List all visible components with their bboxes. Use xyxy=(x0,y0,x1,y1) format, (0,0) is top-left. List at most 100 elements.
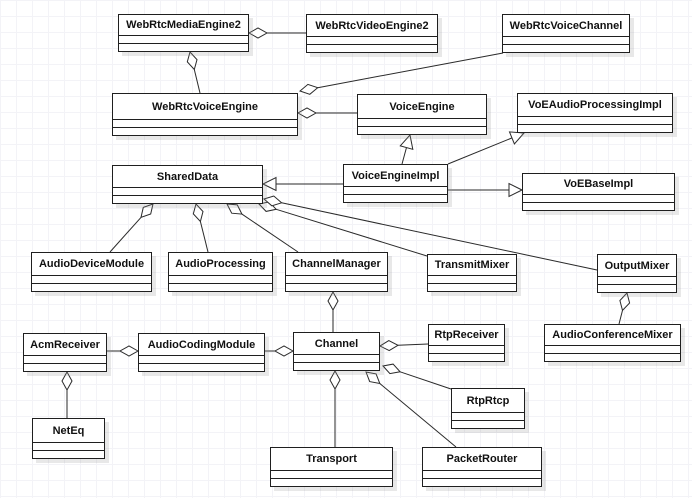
class-box-TransmitMixer[interactable]: TransmitMixer xyxy=(427,254,517,292)
edge-line xyxy=(618,310,623,325)
class-box-WebRtcMediaEngine2[interactable]: WebRtcMediaEngine2 xyxy=(118,14,249,52)
class-methods-compartment xyxy=(294,362,379,370)
class-methods-compartment xyxy=(33,450,104,458)
class-attributes-compartment xyxy=(545,345,680,353)
class-methods-compartment xyxy=(452,420,524,428)
aggregation-diamond xyxy=(329,369,341,391)
aggregation-diamond xyxy=(382,363,402,375)
class-box-VoiceEngineImpl[interactable]: VoiceEngineImpl xyxy=(343,164,448,203)
class-attributes-compartment xyxy=(113,119,297,127)
class-box-AcmReceiver[interactable]: AcmReceiver xyxy=(23,333,107,372)
edge-SharedData-OutputMixer xyxy=(262,195,598,271)
class-box-RtpReceiver[interactable]: RtpReceiver xyxy=(428,324,505,362)
aggregation-diamond xyxy=(258,201,278,212)
class-methods-compartment xyxy=(518,124,672,132)
class-methods-compartment xyxy=(523,202,674,210)
class-box-PacketRouter[interactable]: PacketRouter xyxy=(422,447,542,487)
edge-ChannelManager-Channel xyxy=(327,290,339,332)
class-attributes-compartment xyxy=(503,36,629,44)
class-name: VoEAudioProcessingImpl xyxy=(528,99,662,111)
class-name: AudioConferenceMixer xyxy=(552,329,673,341)
class-name: WebRtcVoiceChannel xyxy=(509,19,623,32)
class-methods-compartment xyxy=(358,126,486,134)
edge-VoiceEngineImpl-VoEAudioProcessingImpl xyxy=(447,131,526,165)
class-name: Channel xyxy=(314,337,359,350)
class-box-Channel[interactable]: Channel xyxy=(293,332,380,371)
class-attributes-compartment xyxy=(119,35,248,43)
aggregation-diamond xyxy=(619,292,631,312)
aggregation-diamond xyxy=(262,195,283,207)
class-box-AudioCodingModule[interactable]: AudioCodingModule xyxy=(138,333,265,372)
class-name: RtpReceiver xyxy=(434,329,499,341)
edge-Channel-Transport xyxy=(329,369,341,447)
class-box-AudioDeviceModule[interactable]: AudioDeviceModule xyxy=(31,252,152,292)
class-attributes-compartment xyxy=(32,275,151,283)
generalization-arrow xyxy=(261,176,277,192)
edge-VoiceEngineImpl-VoiceEngine xyxy=(399,133,414,165)
edge-WebRtcVoiceEngine-WebRtcVoiceChannel xyxy=(298,52,504,95)
class-name: AudioDeviceModule xyxy=(38,258,145,270)
class-box-VoiceEngine[interactable]: VoiceEngine xyxy=(357,94,487,135)
class-box-AudioConferenceMixer[interactable]: AudioConferenceMixer xyxy=(544,324,681,362)
edge-line xyxy=(109,217,142,253)
class-attributes-compartment xyxy=(24,355,106,363)
class-box-VoEBaseImpl[interactable]: VoEBaseImpl xyxy=(522,173,675,211)
edge-VoiceEngineImpl-SharedData xyxy=(261,176,343,192)
class-box-WebRtcVoiceChannel[interactable]: WebRtcVoiceChannel xyxy=(502,14,630,53)
edge-line xyxy=(281,202,598,271)
edge-SharedData-ChannelManager xyxy=(226,203,299,253)
aggregation-diamond xyxy=(296,107,318,119)
class-methods-compartment xyxy=(271,478,392,486)
aggregation-diamond xyxy=(226,203,243,215)
class-box-RtpRtcp[interactable]: RtpRtcp xyxy=(451,388,525,429)
edge-line xyxy=(399,371,452,390)
edge-AcmReceiver-NetEq xyxy=(61,370,73,418)
edge-WebRtcVoiceEngine-VoiceEngine xyxy=(296,107,357,119)
class-name: Transport xyxy=(306,453,357,465)
class-attributes-compartment xyxy=(139,355,264,363)
generalization-arrow xyxy=(399,133,414,151)
class-attributes-compartment xyxy=(286,275,387,283)
class-methods-compartment xyxy=(307,44,437,52)
class-box-WebRtcVideoEngine2[interactable]: WebRtcVideoEngine2 xyxy=(306,14,438,53)
class-attributes-compartment xyxy=(518,116,672,124)
class-box-ChannelManager[interactable]: ChannelManager xyxy=(285,252,388,292)
aggregation-diamond xyxy=(378,340,400,352)
class-name: VoEBaseImpl xyxy=(563,178,634,190)
edge-line xyxy=(317,52,504,89)
class-name: NetEq xyxy=(52,424,85,437)
class-box-OutputMixer[interactable]: OutputMixer xyxy=(597,254,677,293)
class-box-AudioProcessing[interactable]: AudioProcessing xyxy=(168,252,273,292)
class-attributes-compartment xyxy=(452,412,524,420)
class-attributes-compartment xyxy=(113,187,262,195)
aggregation-diamond xyxy=(118,345,140,357)
edge-WebRtcMediaEngine2-WebRtcVideoEngine2 xyxy=(247,27,306,39)
class-box-NetEq[interactable]: NetEq xyxy=(32,418,105,459)
class-methods-compartment xyxy=(286,283,387,291)
class-attributes-compartment xyxy=(344,186,447,194)
class-methods-compartment xyxy=(545,353,680,361)
generalization-arrow xyxy=(508,182,524,198)
class-name: PacketRouter xyxy=(446,453,518,465)
class-attributes-compartment xyxy=(307,36,437,44)
edge-SharedData-TransmitMixer xyxy=(258,201,428,257)
class-attributes-compartment xyxy=(429,345,504,353)
class-box-WebRtcVoiceEngine[interactable]: WebRtcVoiceEngine xyxy=(112,93,298,136)
edge-line xyxy=(379,383,457,448)
edge-line xyxy=(199,221,209,253)
class-name: WebRtcMediaEngine2 xyxy=(126,19,241,31)
class-methods-compartment xyxy=(428,283,516,291)
class-name: VoiceEngineImpl xyxy=(351,169,440,182)
aggregation-diamond xyxy=(327,290,339,312)
edge-AudioCodingModule-AcmReceiver xyxy=(107,345,140,357)
class-box-VoEAudioProcessingImpl[interactable]: VoEAudioProcessingImpl xyxy=(517,93,673,133)
class-methods-compartment xyxy=(503,44,629,52)
class-name: WebRtcVideoEngine2 xyxy=(315,19,429,32)
class-box-SharedData[interactable]: SharedData xyxy=(112,165,263,204)
class-attributes-compartment xyxy=(33,442,104,450)
class-box-Transport[interactable]: Transport xyxy=(270,447,393,487)
edge-Channel-RtpReceiver xyxy=(378,340,429,352)
aggregation-diamond xyxy=(273,345,295,357)
edge-line xyxy=(447,137,513,165)
aggregation-diamond xyxy=(298,83,319,95)
